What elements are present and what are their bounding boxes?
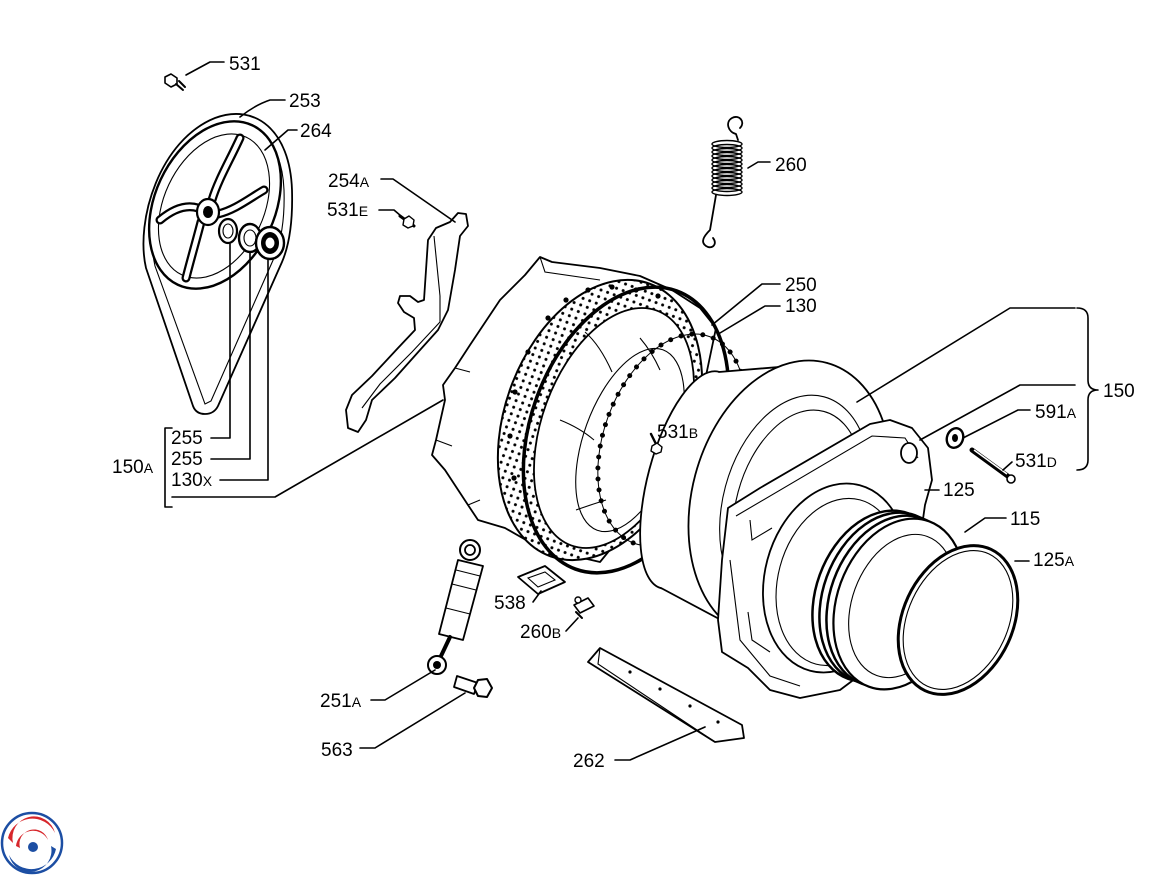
leader-563 <box>359 692 466 749</box>
label-254a: 254A <box>328 171 370 192</box>
rim-holes <box>507 284 661 481</box>
leader-591a <box>962 409 1031 439</box>
rod-531d <box>969 447 1016 484</box>
label-262: 262 <box>573 751 605 772</box>
label-591a: 591A <box>1035 402 1077 423</box>
leader-531d <box>1002 461 1013 471</box>
bolt-531e <box>398 214 416 229</box>
label-531b: 531B <box>657 422 698 443</box>
label-563: 563 <box>321 740 353 761</box>
bracket-254a <box>345 212 469 433</box>
label-253: 253 <box>289 91 321 112</box>
leader-253 <box>239 99 286 118</box>
leader-lines <box>164 61 1099 761</box>
label-125: 125 <box>943 480 975 501</box>
seal-255-1 <box>217 217 239 245</box>
leader-264 <box>264 129 298 151</box>
bracket-150 <box>1076 307 1099 471</box>
bar-262 <box>587 647 745 743</box>
shock-absorber-251a <box>427 539 484 675</box>
label-538: 538 <box>494 593 526 614</box>
leader-130 <box>719 305 781 334</box>
leader-262 <box>614 726 706 761</box>
leader-531e <box>378 209 402 217</box>
label-255-2: 255 <box>171 449 203 470</box>
leader-538 <box>532 590 542 603</box>
label-531d: 531D <box>1015 451 1057 472</box>
part-labels: 531 253 264 254A 531E 255 255 130X 150A … <box>112 54 1135 772</box>
leader-150-upper <box>856 307 1076 403</box>
leader-130x <box>219 258 269 481</box>
leader-531 <box>185 61 225 76</box>
leader-150-lower <box>919 384 1076 441</box>
leader-255-1 <box>210 243 231 439</box>
leader-260b <box>565 617 579 632</box>
label-531e: 531E <box>327 200 368 221</box>
leader-115 <box>964 517 1007 533</box>
clip-260b <box>573 596 595 619</box>
bolt-531b <box>649 432 663 455</box>
label-264: 264 <box>300 121 332 142</box>
label-250: 250 <box>785 275 817 296</box>
label-115: 115 <box>1010 509 1040 530</box>
leader-250 <box>711 283 781 326</box>
label-531: 531 <box>229 54 261 75</box>
leader-255-2 <box>210 251 251 460</box>
swirl-logo-icon <box>0 811 64 875</box>
pulley-spokes <box>155 133 269 283</box>
bolt-531 <box>164 73 186 91</box>
washer-591a <box>945 427 965 449</box>
label-260b: 260B <box>520 622 561 643</box>
leader-260 <box>747 161 771 169</box>
label-255-1: 255 <box>171 428 203 449</box>
leader-254a <box>380 178 456 223</box>
clamp-ring-125a <box>896 544 1020 696</box>
bearing-130x <box>254 225 286 261</box>
label-251a: 251A <box>320 691 362 712</box>
label-150: 150 <box>1103 381 1135 402</box>
leader-251a <box>370 669 436 701</box>
label-260: 260 <box>775 155 807 176</box>
label-130: 130 <box>785 296 817 317</box>
label-130x: 130X <box>171 470 213 491</box>
leader-150a <box>171 399 444 498</box>
spring-260 <box>702 116 744 249</box>
bolt-563 <box>453 675 493 698</box>
bracket-150a <box>164 427 173 508</box>
label-125a: 125A <box>1033 550 1075 571</box>
label-150a: 150A <box>112 457 154 478</box>
pad-538 <box>517 565 566 595</box>
